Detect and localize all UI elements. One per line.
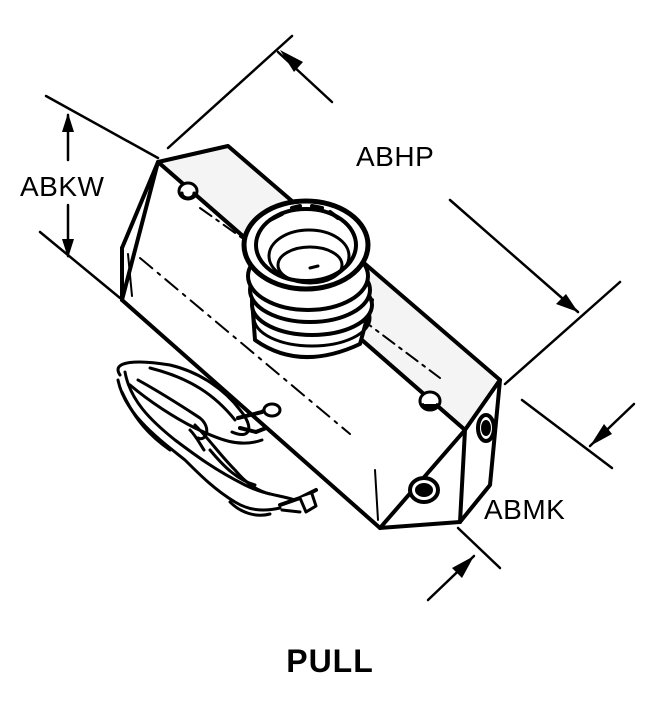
dimension-abkw	[38, 94, 160, 300]
side-port	[476, 413, 496, 443]
dimension-label-abhp: ABHP	[356, 141, 435, 172]
dimension-abhp	[166, 34, 622, 386]
figure-caption: PULL	[286, 643, 374, 679]
bottom-port	[408, 476, 440, 504]
dimension-label-abmk: ABMK	[484, 494, 566, 525]
terminal-lug-upper	[236, 402, 282, 434]
dimension-label-abkw: ABKW	[20, 171, 105, 202]
dimension-abmk	[426, 398, 636, 602]
mounting-hole-left	[177, 181, 199, 201]
mounting-hole-right	[418, 390, 442, 412]
lead-wires	[116, 360, 297, 517]
threaded-port	[241, 198, 374, 360]
terminal-lug-lower	[278, 488, 318, 514]
